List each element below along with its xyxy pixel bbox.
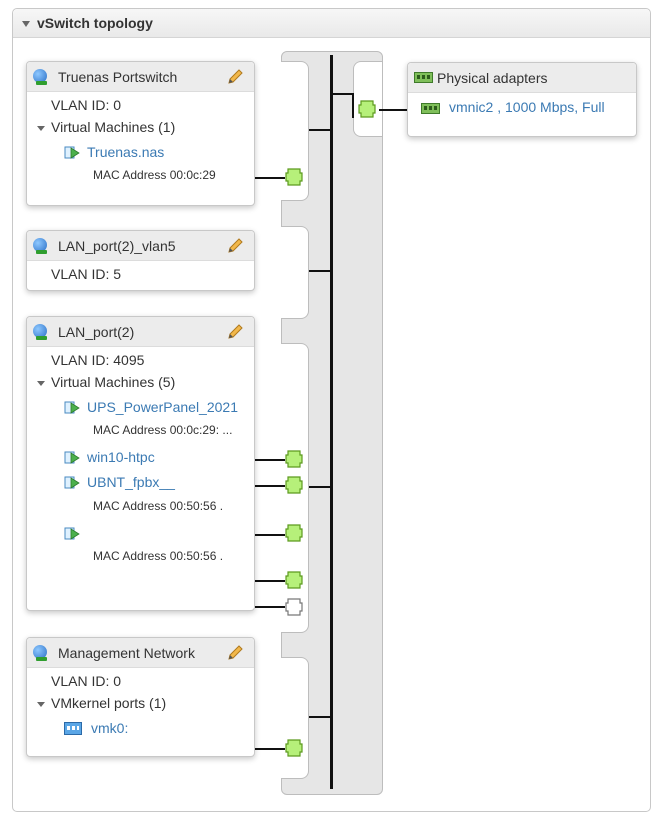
vm-section-label[interactable]: Virtual Machines (1)	[51, 119, 176, 135]
port-connected-icon[interactable]	[285, 739, 303, 757]
vmkernel-link[interactable]: vmk0:	[91, 720, 129, 736]
physical-adapters-header: Physical adapters	[408, 63, 636, 93]
uplink-port-icon[interactable]	[358, 100, 376, 118]
vm-icon	[64, 451, 80, 464]
vm-link[interactable]: UPS_PowerPanel_2021	[87, 399, 238, 415]
port-group-name[interactable]: LAN_port(2)	[58, 324, 135, 340]
network-globe-icon	[33, 69, 47, 83]
vmnic-link[interactable]: vmnic2 , 1000 Mbps, Full	[449, 99, 605, 115]
edit-pencil-icon[interactable]	[226, 644, 244, 662]
port-group-connector-2	[281, 226, 309, 319]
mac-address: MAC Address 00:50:56 .	[93, 549, 224, 563]
vm-link-line	[255, 748, 285, 750]
bus-branch-uplink	[331, 93, 353, 95]
network-base-icon	[36, 250, 47, 254]
port-group-header: Truenas Portswitch	[27, 62, 254, 92]
vm-link[interactable]: win10-htpc	[87, 449, 155, 465]
vlan-id: VLAN ID: 0	[51, 97, 122, 113]
physical-adapters-card: Physical adapters vmnic2 , 1000 Mbps, Fu…	[407, 62, 637, 137]
uplink-stub	[352, 93, 354, 118]
port-group-name[interactable]: Truenas Portswitch	[58, 69, 178, 85]
uplink-line	[379, 109, 431, 111]
vm-link-line	[255, 177, 285, 179]
port-group-card: LAN_port(2) VLAN ID: 4095 Virtual Machin…	[26, 316, 255, 611]
port-group-name[interactable]: LAN_port(2)_vlan5	[58, 238, 176, 254]
vm-link[interactable]: UBNT_fpbx__	[87, 474, 175, 490]
port-connected-icon[interactable]	[285, 524, 303, 542]
vlan-id: VLAN ID: 4095	[51, 352, 145, 368]
mac-address: MAC Address 00:50:56 .	[93, 499, 224, 513]
port-connected-icon[interactable]	[285, 168, 303, 186]
port-group-header: LAN_port(2)_vlan5	[27, 231, 254, 261]
port-group-name[interactable]: Management Network	[58, 645, 195, 661]
port-empty-icon[interactable]	[285, 598, 303, 616]
vm-link-line	[255, 606, 285, 608]
vm-icon	[64, 476, 80, 489]
expand-triangle-icon[interactable]	[37, 381, 45, 386]
vm-link-line	[255, 459, 285, 461]
physical-nic-icon	[421, 103, 440, 114]
vlan-id: VLAN ID: 0	[51, 673, 122, 689]
edit-pencil-icon[interactable]	[226, 237, 244, 255]
network-base-icon	[36, 657, 47, 661]
port-group-card: Truenas Portswitch VLAN ID: 0 Virtual Ma…	[26, 61, 255, 206]
edit-pencil-icon[interactable]	[226, 68, 244, 86]
physical-adapters-title: Physical adapters	[437, 70, 548, 86]
vm-link-line	[255, 534, 285, 536]
port-connected-icon[interactable]	[285, 450, 303, 468]
network-globe-icon	[33, 238, 47, 252]
network-base-icon	[36, 81, 47, 85]
vm-icon	[64, 527, 80, 540]
port-group-header: Management Network	[27, 638, 254, 668]
uplink-connector	[353, 61, 382, 137]
vm-icon	[64, 401, 80, 414]
mac-address: MAC Address 00:0c:29	[93, 168, 216, 182]
port-group-card: Management Network VLAN ID: 0 VMkernel p…	[26, 637, 255, 757]
vm-section-label[interactable]: Virtual Machines (5)	[51, 374, 176, 390]
collapse-triangle-icon[interactable]	[22, 21, 30, 27]
panel-header[interactable]: vSwitch topology	[13, 9, 650, 38]
expand-triangle-icon[interactable]	[37, 126, 45, 131]
bus-branch-3	[309, 486, 331, 488]
vm-link-line	[255, 580, 285, 582]
expand-triangle-icon[interactable]	[37, 702, 45, 707]
port-connected-icon[interactable]	[285, 571, 303, 589]
edit-pencil-icon[interactable]	[226, 323, 244, 341]
network-globe-icon	[33, 324, 47, 338]
vm-link-line	[255, 485, 285, 487]
vm-icon	[64, 146, 80, 159]
port-group-header: LAN_port(2)	[27, 317, 254, 347]
vmkernel-nic-icon	[64, 722, 82, 735]
vswitch-bus-line	[330, 55, 333, 789]
physical-nic-icon	[414, 72, 433, 83]
vlan-id: VLAN ID: 5	[51, 266, 122, 282]
vm-link[interactable]: Truenas.nas	[87, 144, 165, 160]
port-group-card: LAN_port(2)_vlan5 VLAN ID: 5	[26, 230, 255, 291]
bus-branch-4	[309, 716, 331, 718]
network-globe-icon	[33, 645, 47, 659]
panel-title: vSwitch topology	[37, 15, 153, 31]
port-group-connector-4	[281, 657, 309, 779]
vmkernel-section-label[interactable]: VMkernel ports (1)	[51, 695, 167, 711]
bus-branch-1	[309, 129, 331, 131]
mac-address: MAC Address 00:0c:29: ...	[93, 423, 233, 437]
port-connected-icon[interactable]	[285, 476, 303, 494]
bus-branch-2	[309, 270, 331, 272]
network-base-icon	[36, 336, 47, 340]
